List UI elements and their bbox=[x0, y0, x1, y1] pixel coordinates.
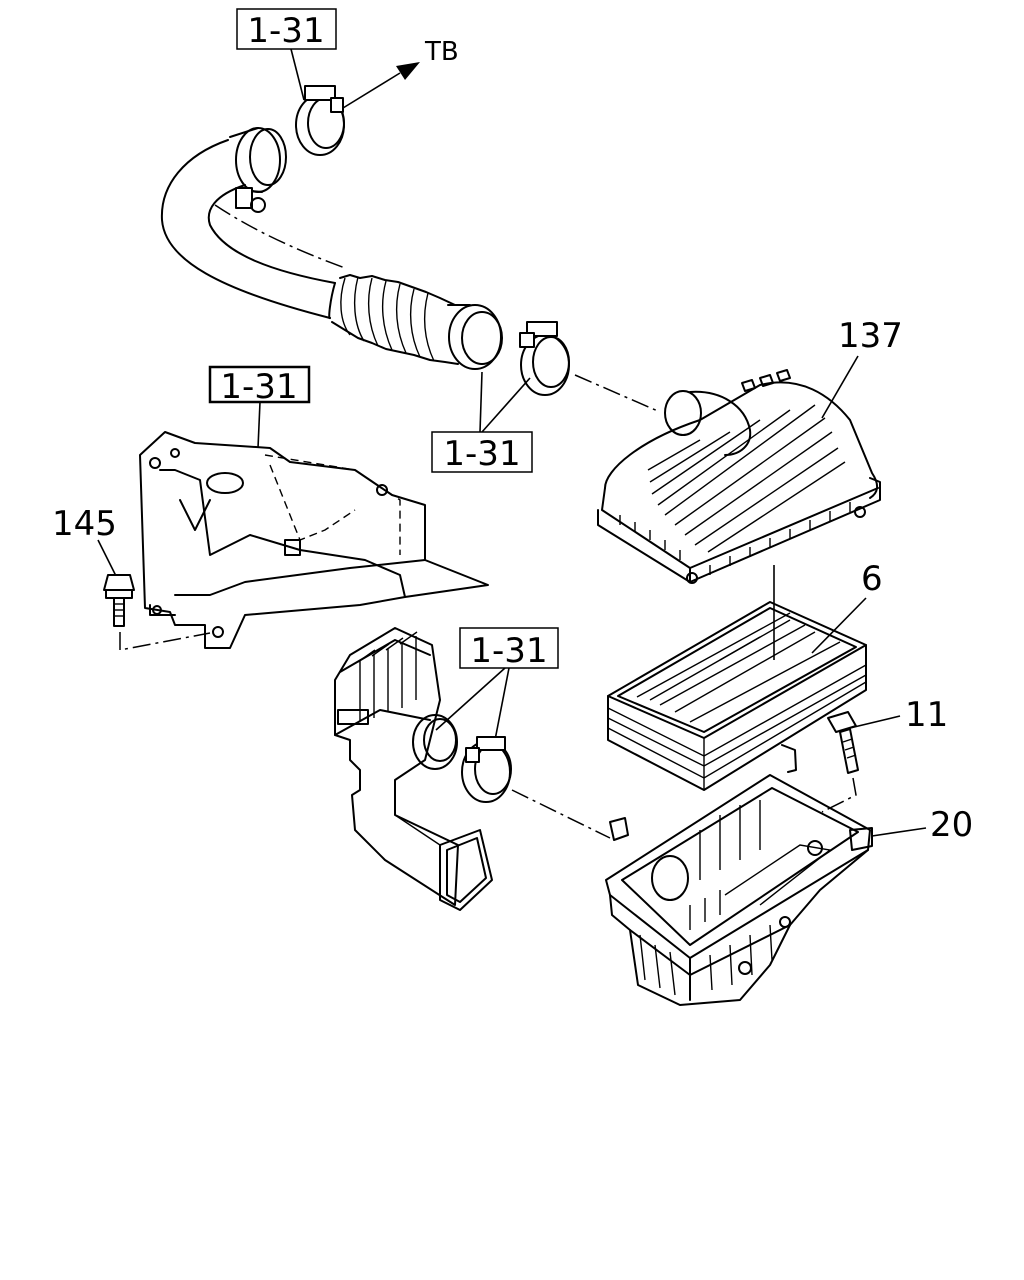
phantom-clamp-cover bbox=[574, 374, 661, 413]
leader-145 bbox=[97, 539, 117, 577]
air-filter-element[interactable] bbox=[607, 601, 867, 791]
leader-6 bbox=[811, 597, 867, 654]
ref-box-lower[interactable]: 1-31 bbox=[459, 627, 559, 671]
ref-label-bracket: 1-31 bbox=[220, 367, 297, 407]
label-part-11: 11 bbox=[905, 695, 948, 735]
hose-clamp-top[interactable] bbox=[295, 85, 345, 156]
ref-box-middle[interactable]: 1-31 bbox=[431, 431, 533, 474]
phantom-duct bbox=[214, 204, 346, 269]
ref-box-bracket[interactable]: 1-31 bbox=[208, 365, 311, 407]
lower-air-intake[interactable] bbox=[334, 627, 493, 911]
leader-bracket bbox=[257, 401, 261, 449]
phantom-145 bbox=[119, 632, 211, 651]
ref-box-top[interactable]: 1-31 bbox=[236, 8, 337, 51]
leader-137 bbox=[821, 355, 859, 419]
label-part-145: 145 bbox=[52, 504, 117, 544]
mounting-bracket[interactable] bbox=[139, 431, 489, 649]
leader-lower-b bbox=[494, 667, 510, 741]
label-part-6: 6 bbox=[861, 559, 883, 599]
air-cleaner-case[interactable] bbox=[605, 744, 873, 1006]
tb-label: TB bbox=[424, 37, 459, 67]
phantom-11 bbox=[821, 777, 857, 813]
phantom-lower-clamp bbox=[511, 789, 611, 839]
label-part-137: 137 bbox=[838, 316, 903, 356]
bolt-11[interactable] bbox=[827, 711, 859, 774]
ref-label-middle: 1-31 bbox=[443, 434, 520, 474]
tb-arrow bbox=[342, 62, 420, 109]
ref-label-lower: 1-31 bbox=[470, 631, 547, 671]
bolt-145[interactable] bbox=[103, 574, 135, 627]
leader-top-clamp bbox=[290, 48, 305, 101]
label-part-20: 20 bbox=[930, 805, 973, 845]
leader-11 bbox=[849, 715, 901, 729]
hose-clamp-middle[interactable] bbox=[519, 321, 570, 396]
leader-20 bbox=[871, 827, 927, 837]
leader-middle-a bbox=[479, 371, 483, 433]
leader-middle-b bbox=[481, 377, 531, 433]
ref-label-top: 1-31 bbox=[247, 11, 324, 51]
air-intake-duct[interactable] bbox=[160, 127, 503, 370]
air-cleaner-cover[interactable] bbox=[597, 369, 881, 584]
hose-clamp-lower[interactable] bbox=[461, 736, 512, 803]
